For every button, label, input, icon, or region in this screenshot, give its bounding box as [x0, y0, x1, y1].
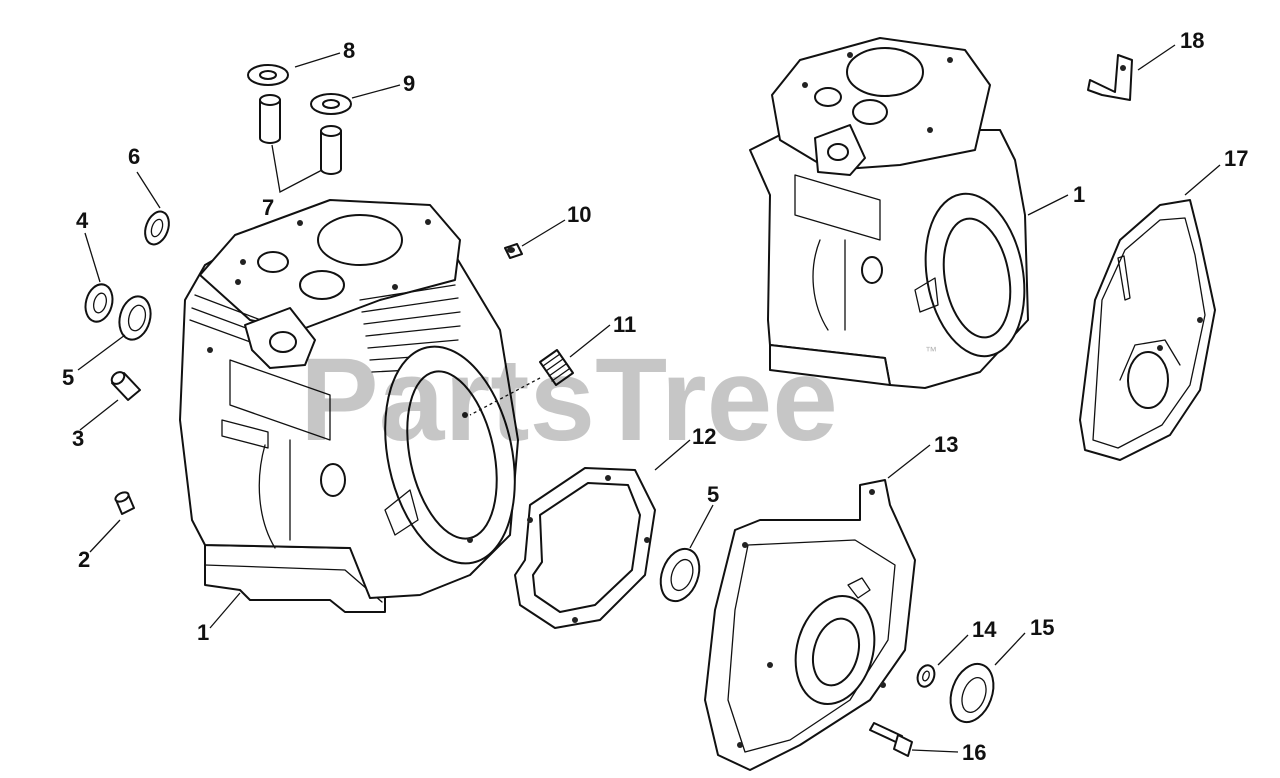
callout-5-right: 5 — [707, 482, 719, 507]
watermark-text: PartsTree — [300, 334, 838, 466]
part-6-seal — [144, 210, 170, 246]
callout-labels: 8 9 7 6 4 5 3 2 1 10 11 12 5 13 14 15 16… — [62, 28, 1248, 765]
part-16-bolt — [869, 722, 913, 757]
cylinder-block-right — [749, 37, 1029, 389]
callout-10: 10 — [567, 202, 591, 227]
callout-11: 11 — [613, 312, 636, 337]
cylinder-block-left — [179, 199, 519, 613]
callout-6: 6 — [128, 144, 140, 169]
part-10-plug — [504, 243, 523, 259]
callout-4: 4 — [76, 208, 89, 233]
part-8-washer — [247, 64, 289, 86]
part-4-oil-seal — [84, 283, 114, 323]
part-3-dowel-pin — [110, 371, 141, 401]
part-17-cover — [1079, 199, 1216, 461]
callout-13: 13 — [934, 432, 958, 457]
part-12-gasket — [514, 467, 656, 629]
part-15-seal — [949, 662, 995, 724]
part-14-washer — [916, 664, 936, 688]
part-5-bearing-right — [659, 547, 701, 603]
callout-1-left: 1 — [197, 620, 209, 645]
watermark-trademark: ™ — [925, 344, 937, 358]
callout-15: 15 — [1030, 615, 1054, 640]
callout-9: 9 — [403, 71, 415, 96]
part-2-plug — [114, 491, 135, 515]
part-11-stud — [469, 349, 574, 416]
callout-8: 8 — [343, 38, 355, 63]
callout-5-left: 5 — [62, 365, 74, 390]
callout-7: 7 — [262, 195, 274, 220]
part-13-closure-plate — [704, 479, 916, 771]
callout-17: 17 — [1224, 146, 1248, 171]
watermark: PartsTree ™ — [300, 334, 937, 466]
callout-12: 12 — [692, 424, 716, 449]
callout-18: 18 — [1180, 28, 1204, 53]
part-7-sleeve-b — [320, 125, 342, 175]
callout-2: 2 — [78, 547, 90, 572]
callout-3: 3 — [72, 426, 84, 451]
part-5-bearing-left — [118, 295, 152, 341]
callout-14: 14 — [972, 617, 997, 642]
part-18-bracket — [1087, 54, 1133, 101]
callout-1-right: 1 — [1073, 182, 1085, 207]
leader-lines — [77, 44, 1221, 753]
callout-16: 16 — [962, 740, 986, 765]
part-9-washer — [310, 93, 352, 115]
part-7-sleeve-a — [259, 94, 281, 144]
